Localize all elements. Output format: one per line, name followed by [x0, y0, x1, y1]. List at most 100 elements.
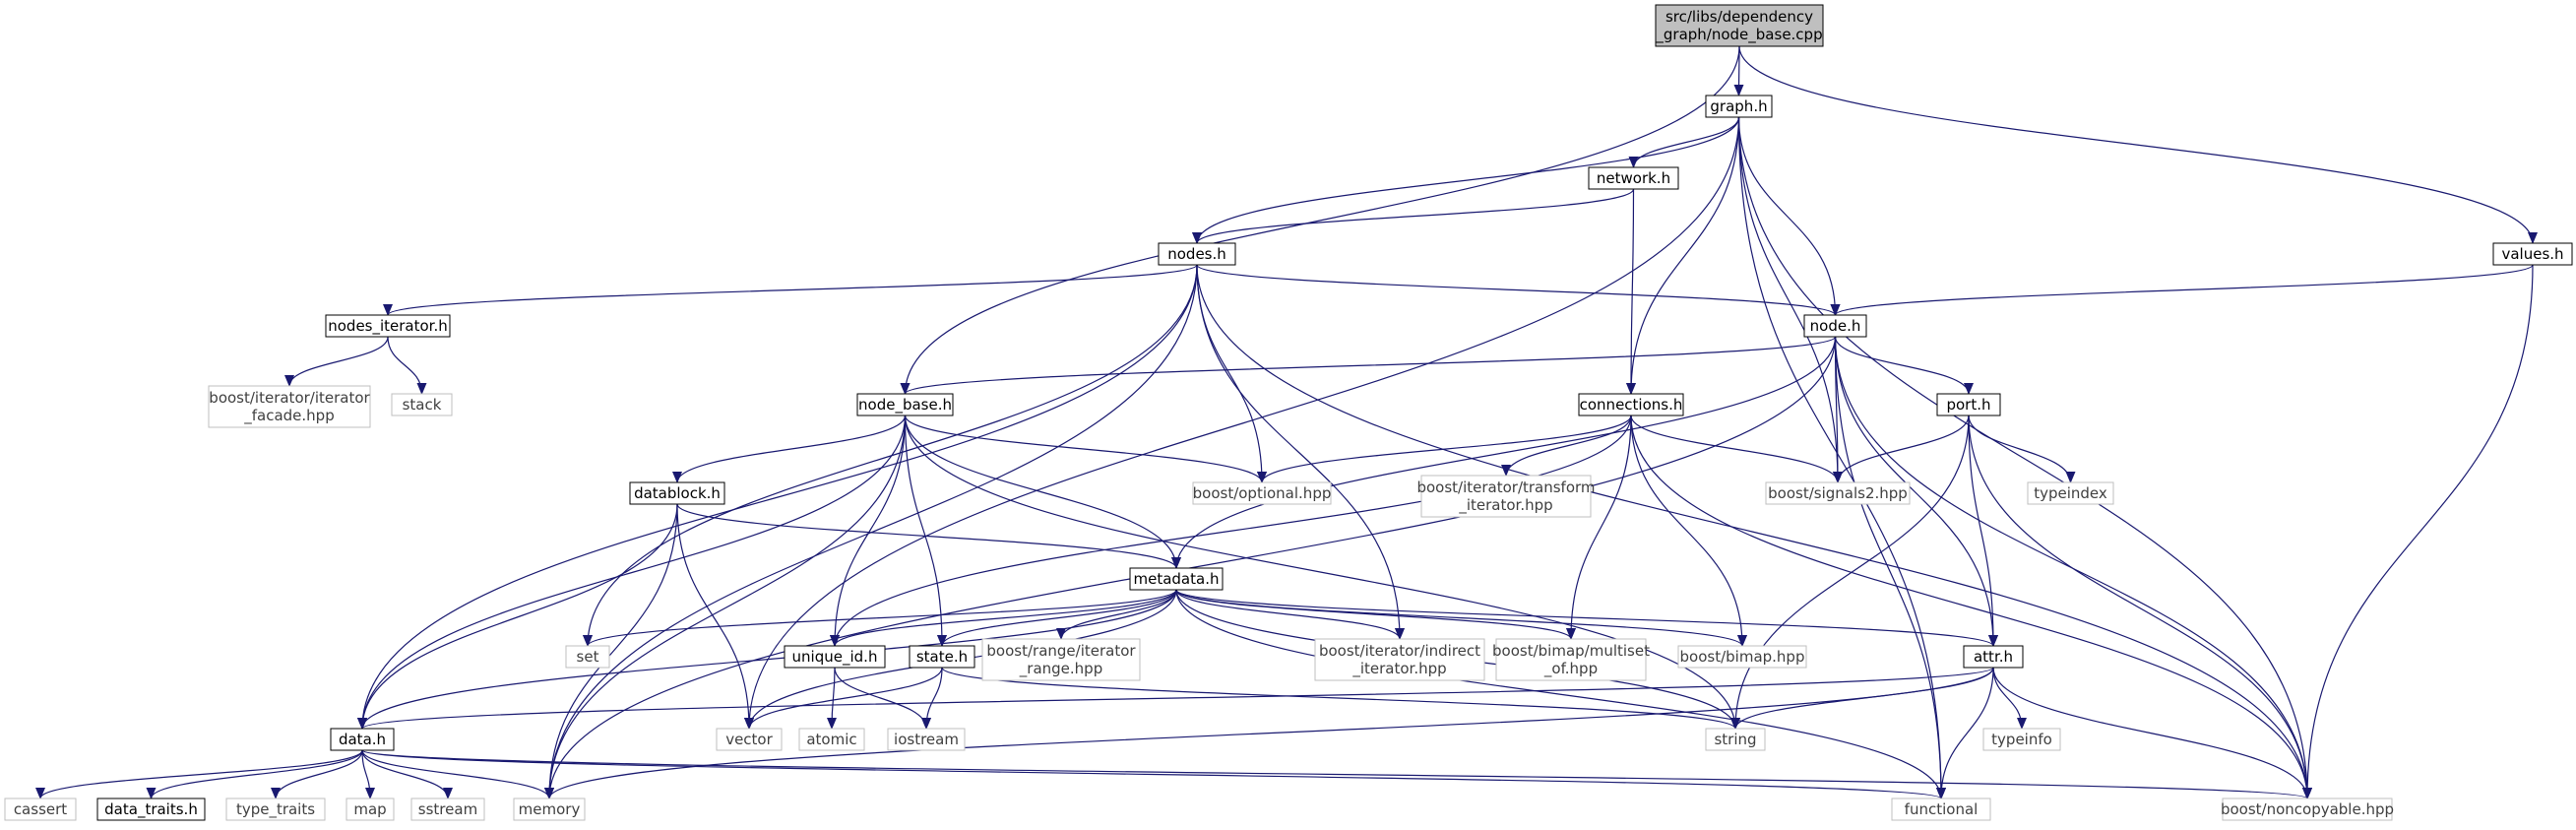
node-label: metadata.h [1134, 570, 1220, 588]
node-range-iterator[interactable]: boost/range/iterator_range.hpp [981, 638, 1141, 681]
edge-port-h-to-string [1730, 415, 1970, 730]
node-box [1705, 95, 1773, 118]
node-box [325, 314, 451, 338]
node-nodes-h[interactable]: nodes.h [1158, 242, 1236, 266]
node-label: network.h [1597, 169, 1670, 187]
node-attr-h[interactable]: attr.h [1963, 645, 2024, 669]
node-functional[interactable]: functional [1891, 798, 1991, 821]
node-label: state.h [916, 648, 968, 666]
node-box [2027, 481, 2114, 505]
node-values-h[interactable]: values.h [2492, 242, 2573, 266]
node-iterator-facade[interactable]: boost/iterator/iterator_facade.hpp [208, 385, 371, 428]
node-network-h[interactable]: network.h [1588, 166, 1679, 190]
node-signals2[interactable]: boost/signals2.hpp [1765, 481, 1911, 505]
node-transform-iterator[interactable]: boost/iterator/transform_iterator.hpp [1416, 475, 1596, 518]
node-label: boost/optional.hpp [1193, 484, 1332, 502]
node-label: boost/noncopyable.hpp [2221, 800, 2394, 818]
edge-metadata-h-to-attr-h [1175, 589, 1998, 647]
edge-data-h-to-map [361, 749, 375, 799]
edges [35, 45, 2538, 799]
node-node-h[interactable]: node.h [1803, 314, 1867, 338]
node-string[interactable]: string [1705, 728, 1766, 751]
node-memory[interactable]: memory [513, 798, 586, 821]
edge-metadata-h-to-multiset-of [1175, 589, 1576, 640]
edge-connections-h-to-transform-iterator [1501, 415, 1632, 477]
node-nodes-iterator-h[interactable]: nodes_iterator.h [325, 314, 451, 338]
edge-metadata-h-to-data-h [357, 589, 1177, 730]
edge-node-base-h-to-unique-id-h [830, 415, 907, 647]
node-sstream[interactable]: sstream [410, 798, 485, 821]
node-graph-h[interactable]: graph.h [1705, 95, 1773, 118]
node-atomic[interactable]: atomic [798, 728, 865, 751]
edge-attr-h-to-typeinfo [1992, 667, 2027, 730]
edge-metadata-h-to-state-h [937, 589, 1177, 647]
node-type-traits[interactable]: type_traits [225, 798, 326, 821]
node-noncopyable[interactable]: boost/noncopyable.hpp [2221, 798, 2394, 821]
node-box [1765, 481, 1911, 505]
node-label: typeinfo [1991, 731, 2052, 748]
node-vector[interactable]: vector [716, 728, 783, 751]
node-bimap[interactable]: boost/bimap.hpp [1677, 645, 1807, 669]
node-state-h[interactable]: state.h [909, 645, 975, 669]
edge-attr-h-to-noncopyable [1992, 667, 2312, 799]
node-stack[interactable]: stack [391, 393, 453, 416]
node-data-h[interactable]: data.h [330, 728, 395, 751]
node-cassert[interactable]: cassert [4, 798, 77, 821]
node-box [1936, 393, 2001, 416]
node-box [784, 645, 886, 669]
edge-network-h-to-connections-h [1626, 188, 1637, 395]
edge-graph-h-to-nodes-h [1192, 116, 1740, 244]
edge-data-h-to-data-traits-h [146, 749, 363, 799]
edge-nodes-iterator-h-to-stack [387, 336, 427, 395]
node-connections-h[interactable]: connections.h [1578, 393, 1684, 416]
node-label: boost/signals2.hpp [1768, 484, 1908, 502]
node-map[interactable]: map [346, 798, 395, 821]
node-label: connections.h [1580, 396, 1683, 414]
edge-metadata-h-to-indirect-iterator [1175, 589, 1405, 640]
node-typeindex[interactable]: typeindex [2027, 481, 2114, 505]
node-box [1982, 728, 2061, 751]
node-root[interactable]: src/libs/dependency_graph/node_base.cpp [1655, 4, 1824, 47]
node-port-h[interactable]: port.h [1936, 393, 2001, 416]
node-box [346, 798, 395, 821]
node-datablock-h[interactable]: datablock.h [629, 481, 725, 505]
node-indirect-iterator[interactable]: boost/iterator/indirect_iterator.hpp [1314, 638, 1485, 681]
edge-node-base-h-to-data-h [357, 415, 907, 730]
edge-graph-h-to-vector [744, 116, 1740, 730]
node-label: attr.h [1974, 648, 2013, 666]
edge-metadata-h-to-functional [1175, 589, 1946, 799]
node-box [513, 798, 586, 821]
node-label: boost/iterator/iterator [209, 389, 370, 407]
edge-node-base-h-to-boost-optional [904, 415, 1267, 483]
edge-data-h-to-memory [361, 749, 554, 799]
edge-nodes-h-to-boost-optional [1196, 264, 1267, 483]
node-box [1677, 645, 1807, 669]
edge-node-h-to-functional [1834, 336, 1946, 799]
node-label: boost/range/iterator [986, 642, 1136, 660]
node-label: nodes_iterator.h [328, 317, 448, 336]
edge-connections-h-to-boost-optional [1257, 415, 1632, 483]
node-box [1655, 4, 1824, 47]
node-typeinfo[interactable]: typeinfo [1982, 728, 2061, 751]
node-box [410, 798, 485, 821]
node-iostream[interactable]: iostream [887, 728, 966, 751]
node-label: memory [519, 800, 581, 818]
node-metadata-h[interactable]: metadata.h [1129, 567, 1224, 591]
node-multiset-of[interactable]: boost/bimap/multiset_of.hpp [1492, 638, 1650, 681]
node-label: stack [403, 396, 442, 414]
edge-metadata-h-to-range-iterator [1056, 589, 1177, 640]
edge-values-h-to-noncopyable [2302, 264, 2534, 799]
node-node-base-h[interactable]: node_base.h [856, 393, 954, 416]
edge-attr-h-to-functional [1936, 667, 1994, 799]
edge-connections-h-to-multiset-of [1566, 415, 1632, 640]
edge-node-base-h-to-string [904, 415, 1740, 730]
node-set[interactable]: set [565, 645, 610, 669]
edge-metadata-h-to-bimap [1175, 589, 1747, 647]
nodes: src/libs/dependency_graph/node_base.cppg… [4, 4, 2573, 821]
edge-connections-h-to-unique-id-h [830, 415, 1632, 647]
node-data-traits-h[interactable]: data_traits.h [96, 798, 206, 821]
node-boost-optional[interactable]: boost/optional.hpp [1192, 481, 1332, 505]
node-label: cassert [14, 800, 67, 818]
node-unique-id-h[interactable]: unique_id.h [784, 645, 886, 669]
edge-datablock-h-to-data-h [357, 503, 678, 730]
